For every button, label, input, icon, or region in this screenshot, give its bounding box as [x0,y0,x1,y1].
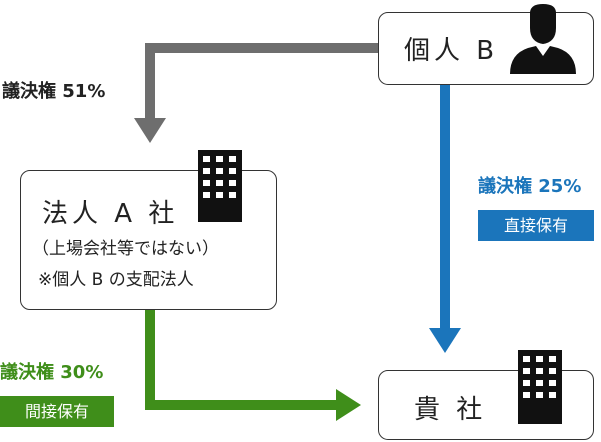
arrow-b-to-a [145,43,378,120]
arrow-a-to-company [145,310,338,410]
arrow-b-to-a-head [134,118,166,143]
building-icon [198,150,242,222]
company-label: 貴 社 [414,395,487,425]
building-icon [518,350,562,424]
badge-indirect-holding: 間接保有 [0,396,114,427]
corp-a-label: 法人 A 社 [42,199,179,229]
person-b-label: 個人 B [404,36,499,66]
person-silhouette-icon [510,4,576,74]
badge-direct-holding: 直接保有 [478,210,594,241]
label-voting-25: 議決権 25% [478,176,582,197]
label-voting-51: 議決権 51% [2,81,106,102]
arrow-a-to-company-head [336,389,361,421]
label-voting-30: 議決権 30% [0,362,104,383]
corp-a-note-listed: （上場会社等ではない） [32,239,219,259]
corp-a-note-control: ※個人 B の支配法人 [38,270,194,290]
arrow-b-to-company-head [429,328,461,353]
